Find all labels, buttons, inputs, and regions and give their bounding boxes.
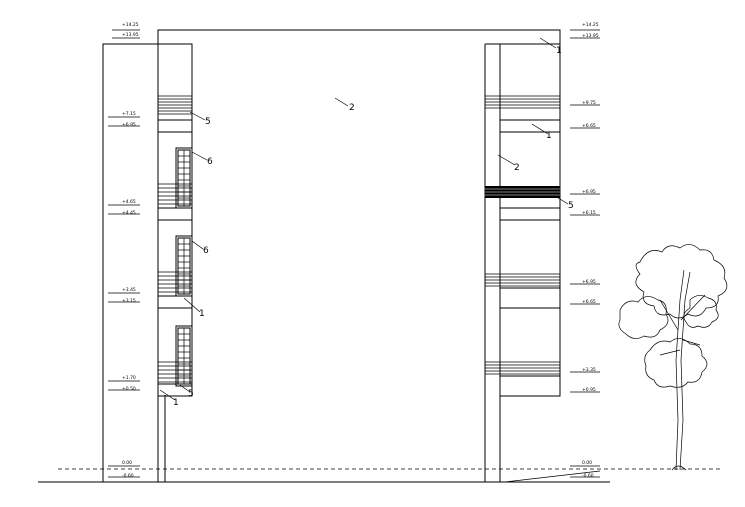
building-outline <box>102 29 561 482</box>
left-level-6: +4.45 <box>122 210 136 216</box>
right-balconies <box>485 43 561 397</box>
left-level-markers: +14.25 +13.95 +7.15 +6.95 +4.65 +4.45 +3… <box>108 22 140 479</box>
left-level-3: +7.15 <box>122 111 136 117</box>
tag-10: 5 <box>188 389 194 399</box>
annotation-tags: 1 2 2 1 5 6 5 1 6 5 1 <box>159 37 574 408</box>
tag-5: 5 <box>205 117 211 127</box>
tag-6: 6 <box>207 157 213 167</box>
tag-1: 1 <box>556 46 562 56</box>
right-level-4: +6.65 <box>582 123 596 129</box>
left-level-7: +3.45 <box>122 287 136 293</box>
left-balconies <box>157 43 193 397</box>
left-level-8: +3.15 <box>122 298 136 304</box>
left-level-4: +6.95 <box>122 122 136 128</box>
left-level-12: -0.60 <box>122 473 134 479</box>
right-level-10: +0.95 <box>582 387 596 393</box>
right-level-9: +3.35 <box>582 367 596 373</box>
right-level-6: +6.15 <box>582 210 596 216</box>
right-level-11: 0.00 <box>582 460 592 466</box>
left-level-5: +4.65 <box>122 199 136 205</box>
left-level-1: +14.25 <box>122 22 139 28</box>
right-level-8: +6.65 <box>582 299 596 305</box>
tag-11: 1 <box>173 398 179 408</box>
tag-2: 2 <box>349 103 355 113</box>
right-level-7: +6.95 <box>582 279 596 285</box>
right-level-markers: +14.25 +13.95 +9.75 +6.65 +6.95 +6.15 +6… <box>570 22 600 479</box>
tag-4: 1 <box>546 131 552 141</box>
left-windows <box>175 147 193 387</box>
left-level-2: +13.95 <box>122 32 139 38</box>
right-level-1: +14.25 <box>582 22 599 28</box>
right-level-3: +9.75 <box>582 100 596 106</box>
tag-9: 6 <box>203 246 209 256</box>
right-level-5: +6.95 <box>582 189 596 195</box>
tree-illustration <box>618 244 728 471</box>
right-level-12: -0.60 <box>582 473 594 479</box>
left-level-11: 0.00 <box>122 460 132 466</box>
tag-3: 2 <box>514 163 520 173</box>
left-level-10: +0.50 <box>122 386 136 392</box>
tag-7: 5 <box>568 201 574 211</box>
ground <box>38 468 720 483</box>
right-level-2: +13.95 <box>582 33 599 39</box>
left-level-9: +1.70 <box>122 375 136 381</box>
tag-8: 1 <box>199 309 205 319</box>
